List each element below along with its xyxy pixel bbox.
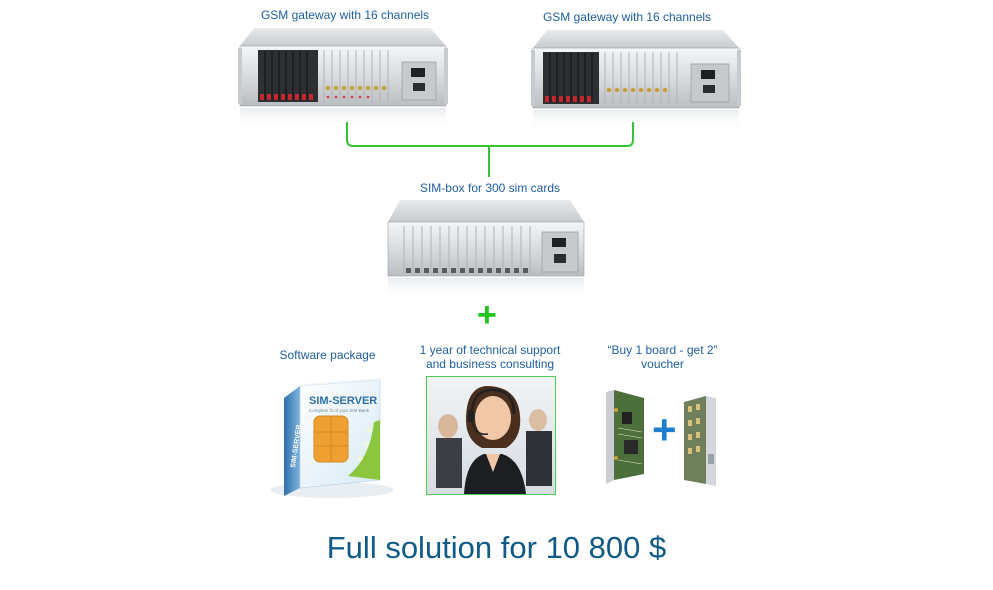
software-caption: Software package bbox=[279, 348, 376, 362]
connector-lines bbox=[346, 122, 634, 177]
simbox-image bbox=[387, 200, 585, 300]
voucher-caption-line1: “Buy 1 board - get 2” bbox=[607, 343, 718, 357]
price-footer: Full solution for 10 800 $ bbox=[326, 530, 667, 565]
support-caption: 1 year of technical support and business… bbox=[405, 343, 575, 371]
gateway-left-caption: GSM gateway with 16 channels bbox=[260, 8, 430, 22]
support-photo bbox=[426, 376, 556, 495]
voucher-caption: “Buy 1 board - get 2” voucher bbox=[585, 343, 740, 371]
software-box-subtitle: Complete fit of your SIM-Bank bbox=[309, 408, 370, 413]
voucher-caption-line2: voucher bbox=[641, 357, 684, 371]
software-box-image: SIM-SERVER Complete fit of your SIM-Bank… bbox=[270, 378, 394, 498]
gateway-right-caption: GSM gateway with 16 channels bbox=[542, 10, 712, 24]
gateway-right-image bbox=[531, 30, 741, 130]
support-caption-line2: and business consulting bbox=[425, 357, 555, 371]
plus-icon: + bbox=[477, 296, 497, 334]
support-caption-line1: 1 year of technical support bbox=[419, 343, 561, 357]
voucher-boards-image bbox=[606, 390, 716, 486]
plus-icon: + bbox=[652, 406, 677, 453]
software-box-title: SIM-SERVER bbox=[309, 395, 377, 407]
simbox-caption: SIM-box for 300 sim cards bbox=[419, 181, 561, 195]
gateway-left-image bbox=[238, 28, 448, 128]
